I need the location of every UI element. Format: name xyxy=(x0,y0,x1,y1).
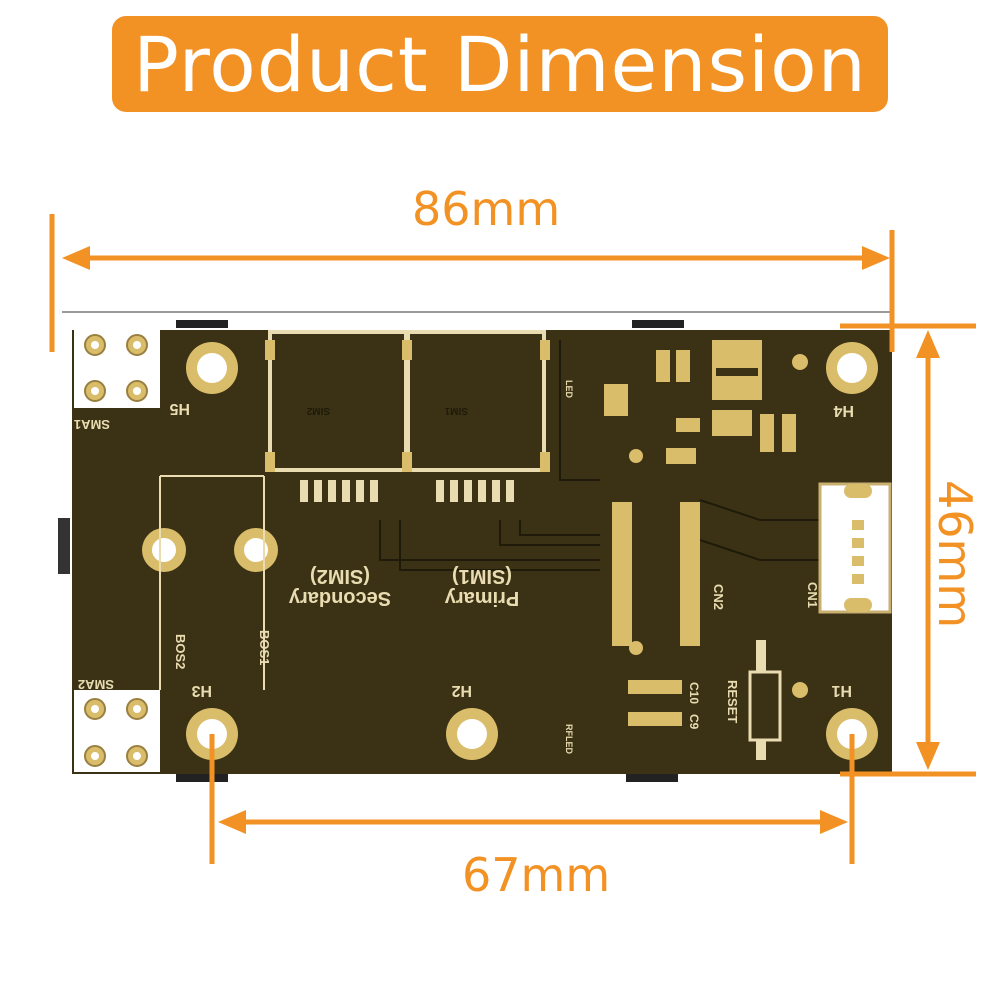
page-title: Product Dimension xyxy=(133,19,867,109)
width-dimension-label: 86mm xyxy=(412,182,561,236)
label-bos1: BOS1 xyxy=(257,630,272,665)
label-sim1: SIM1 xyxy=(444,405,468,416)
arrow-left xyxy=(62,246,90,270)
side-connector xyxy=(58,518,70,574)
label-secondary-sim: (SIM2) xyxy=(310,565,370,587)
label-h5: H5 xyxy=(169,400,190,417)
title-banner: Product Dimension xyxy=(112,16,888,112)
label-h3: H3 xyxy=(191,682,212,699)
arrow-up xyxy=(916,330,940,358)
label-sma2: SMA2 xyxy=(78,677,114,692)
label-c10: C10 xyxy=(687,682,701,704)
label-h4: H4 xyxy=(833,402,854,419)
hole-spacing-dimension-label: 67mm xyxy=(462,848,611,902)
label-rfled: RFLED xyxy=(564,724,574,754)
pcb-board xyxy=(72,330,892,774)
label-cn2: CN2 xyxy=(711,584,726,610)
arrow-down xyxy=(916,742,940,770)
label-reset: RESET xyxy=(725,680,740,723)
edge-connector xyxy=(626,774,678,782)
cn2-connector-strip xyxy=(680,502,700,646)
label-h1: H1 xyxy=(831,682,852,699)
arrow-right xyxy=(862,246,890,270)
label-primary-sim: (SIM1) xyxy=(452,565,512,587)
label-led: LED xyxy=(564,380,574,399)
edge-connector xyxy=(176,774,228,782)
cn2-connector-strip xyxy=(612,502,632,646)
label-cn1: CN1 xyxy=(805,582,820,608)
label-sim2: SIM2 xyxy=(306,405,330,416)
label-secondary: Secondary xyxy=(288,587,391,609)
label-bos2: BOS2 xyxy=(173,634,188,669)
edge-connector xyxy=(176,320,228,328)
label-primary: Primary xyxy=(444,587,519,609)
edge-connector xyxy=(632,320,684,328)
label-h2: H2 xyxy=(451,682,472,699)
arrow-right xyxy=(820,810,848,834)
arrow-left xyxy=(218,810,246,834)
label-c9: C9 xyxy=(687,714,701,730)
label-sma1: SMA1 xyxy=(74,417,110,432)
sim1-slot xyxy=(406,330,546,472)
